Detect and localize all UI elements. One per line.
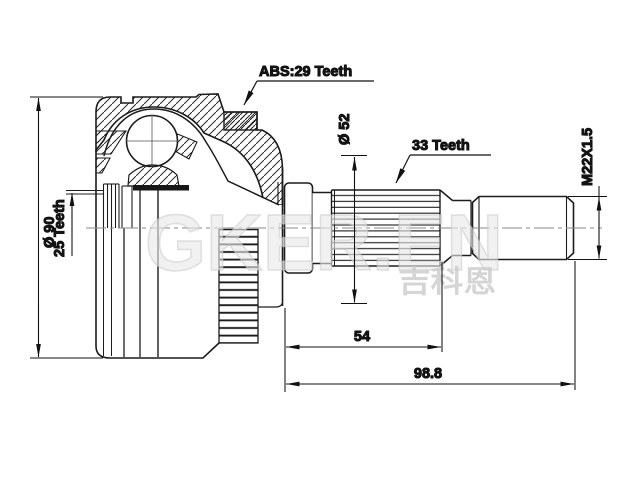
threaded-stub: [471, 195, 575, 261]
dim-abs-ring: ABS:29 Teeth: [243, 63, 374, 106]
dim-shaft-spline: 33 Teeth: [395, 137, 491, 184]
dim-spline-length: 54: [284, 262, 443, 392]
abs-ring-section: [223, 111, 258, 131]
dim-outer-diameter: Ø 90: [30, 96, 103, 359]
dim-inner-spline: 25 Teeth: [51, 192, 75, 258]
diameter-52-label: Ø 52: [337, 114, 353, 145]
bell-housing: [66, 93, 284, 359]
outer-diameter-label: Ø 90: [42, 217, 58, 248]
abs-tone-ring-teeth: [218, 228, 259, 344]
spline-length-label: 54: [354, 329, 370, 345]
ball-track-line: [103, 108, 280, 206]
watermark: GKER.EN 吉科恩: [144, 197, 504, 299]
dim-overall-length: 98.8: [286, 261, 576, 390]
abs-teeth-label: ABS:29 Teeth: [259, 64, 352, 80]
shaft-spline-teeth-label: 33 Teeth: [412, 138, 470, 154]
cage-section-left: [95, 130, 128, 155]
watermark-brand: GKER.EN: [145, 198, 503, 287]
inner-spline-teeth-label: 25 Teeth: [52, 199, 68, 257]
dim-diameter-52: Ø 52: [336, 113, 367, 305]
thread-spec-label: M22X1.5: [580, 128, 596, 186]
shaft-neck: [312, 191, 332, 265]
overall-length-label: 98.8: [414, 366, 442, 382]
boot-grooves: [103, 186, 159, 357]
inner-race-section: [127, 164, 180, 187]
dim-thread: M22X1.5: [568, 127, 607, 261]
housing-external-profile: [95, 150, 220, 359]
watermark-cjk: 吉科恩: [398, 266, 496, 299]
dimensions: Ø 90 25 Teeth ABS:29 Teeth Ø 52 33: [30, 63, 607, 392]
back-face-profile: [258, 302, 284, 308]
hub-spline-strip: [133, 185, 189, 191]
